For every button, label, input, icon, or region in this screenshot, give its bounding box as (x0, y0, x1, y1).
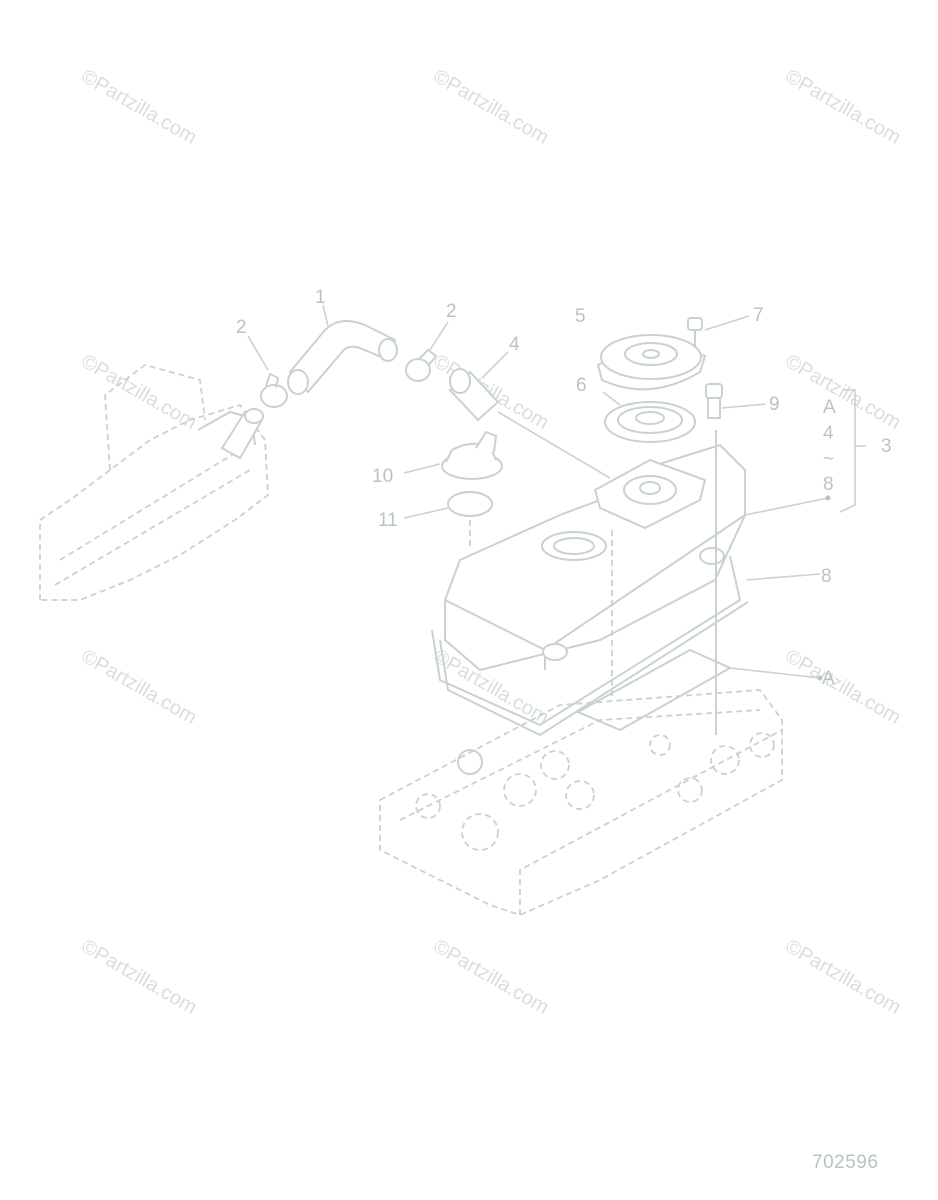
callout-a: A (823, 397, 836, 418)
hose-clamp-left-drawing (260, 372, 288, 408)
watermark: ©Partzilla.com (782, 350, 905, 434)
callout-range-end: 8 (823, 474, 834, 495)
callout-2: 2 (446, 301, 457, 322)
callout-1: 1 (315, 287, 326, 308)
breather-cover-drawing (596, 334, 707, 391)
watermark: ©Partzilla.com (78, 935, 201, 1019)
figure-number: 702596 (812, 1152, 879, 1173)
watermark: ©Partzilla.com (782, 935, 905, 1019)
callout-7: 7 (753, 305, 764, 326)
callout-a: A (822, 668, 835, 689)
watermark: ©Partzilla.com (430, 935, 553, 1019)
watermark: ©Partzilla.com (78, 350, 201, 434)
callout-labels: 1 2 2 4 5 6 7 9 10 11 8 3 A 4 ~ 8 A (236, 287, 892, 689)
watermark: ©Partzilla.com (782, 65, 905, 149)
leader-lines (247, 304, 866, 681)
oil-filler-cap-drawing (441, 430, 503, 480)
breather-hose-drawing (220, 320, 398, 460)
callout-10: 10 (372, 466, 393, 487)
callout-2: 2 (236, 317, 247, 338)
watermark: ©Partzilla.com (430, 65, 553, 149)
watermark: ©Partzilla.com (430, 350, 553, 434)
o-ring-drawing (447, 491, 493, 550)
watermark: ©Partzilla.com (78, 645, 201, 729)
hose-clamp-right-drawing (405, 348, 438, 382)
callout-11: 11 (378, 510, 398, 531)
callout-6: 6 (576, 375, 587, 396)
callout-4: 4 (509, 334, 520, 355)
cover-nut-drawing (705, 383, 723, 419)
breather-pipe-drawing (448, 368, 611, 479)
callout-range-start: 4 (823, 423, 834, 444)
callout-5: 5 (575, 306, 586, 327)
cylinder-head-drawing (379, 689, 783, 916)
rocker-cover-drawing (444, 443, 746, 672)
callout-8: 8 (821, 566, 832, 587)
watermark: ©Partzilla.com (782, 645, 905, 729)
callout-9: 9 (769, 394, 780, 415)
callout-3: 3 (881, 436, 892, 457)
breather-plate-drawing (604, 401, 696, 443)
cover-bolt-drawing (687, 317, 703, 348)
callout-range-separator: ~ (823, 449, 834, 470)
watermark: ©Partzilla.com (78, 65, 201, 149)
cover-gasket-drawing (431, 555, 749, 737)
